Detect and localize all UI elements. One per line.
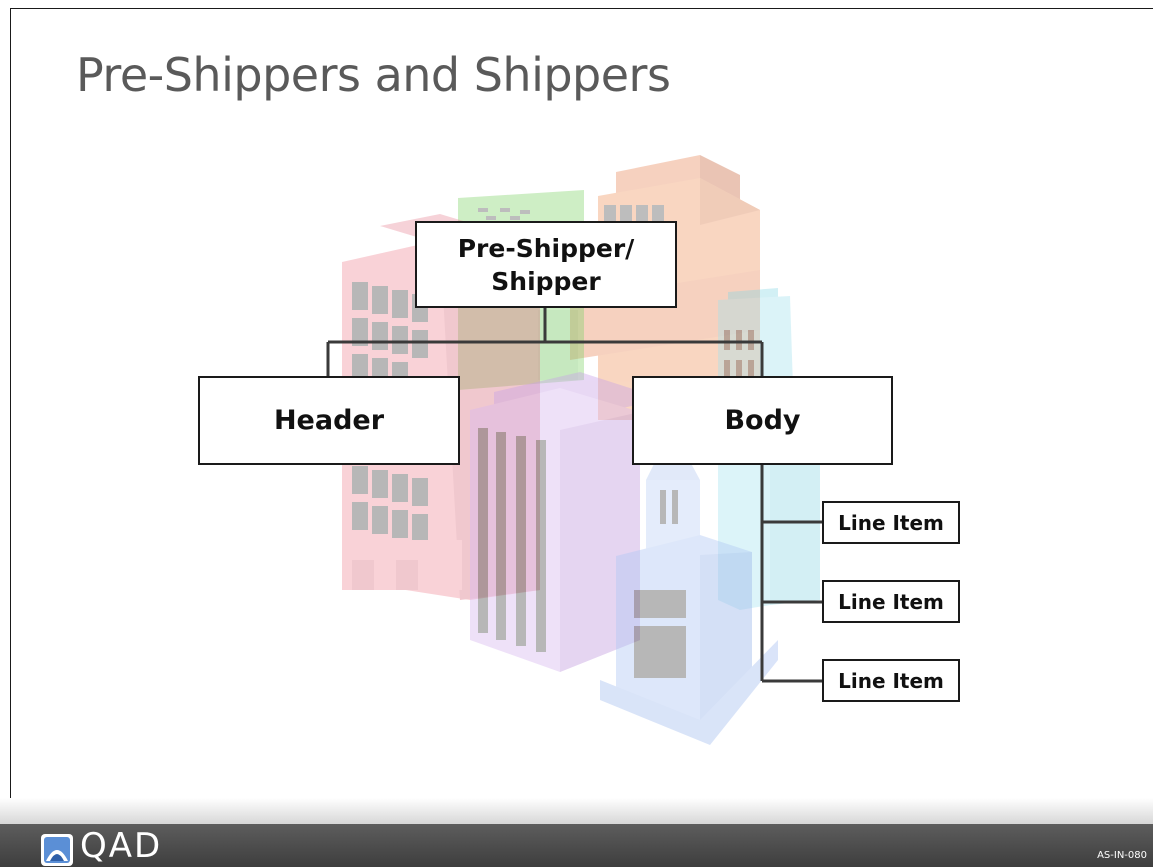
- slide-code: AS-IN-080: [1097, 850, 1147, 861]
- line-item-label: Line Item: [838, 510, 944, 535]
- line-item-label: Line Item: [838, 668, 944, 693]
- slide-title: Pre-Shippers and Shippers: [76, 48, 671, 102]
- pre-shipper-shipper-box: Pre-Shipper/ Shipper: [415, 221, 677, 308]
- line-item-box-2: Line Item: [822, 580, 960, 623]
- body-label: Body: [724, 405, 801, 436]
- frame-top-border: [10, 8, 1153, 9]
- header-box: Header: [198, 376, 460, 465]
- header-label: Header: [273, 405, 385, 436]
- footer-gradient: [0, 798, 1153, 824]
- slide-footer: [0, 798, 1153, 867]
- footer-bar: [0, 824, 1153, 867]
- line-item-box-3: Line Item: [822, 659, 960, 702]
- qad-logo-icon: [41, 834, 73, 866]
- qad-logo-text: QAD: [80, 826, 163, 866]
- body-box: Body: [632, 376, 893, 465]
- line-item-box-1: Line Item: [822, 501, 960, 544]
- shipper-label: Shipper: [491, 266, 601, 296]
- frame-left-border: [10, 8, 11, 798]
- pre-shipper-label: Pre-Shipper/: [457, 233, 635, 263]
- line-item-label: Line Item: [838, 589, 944, 614]
